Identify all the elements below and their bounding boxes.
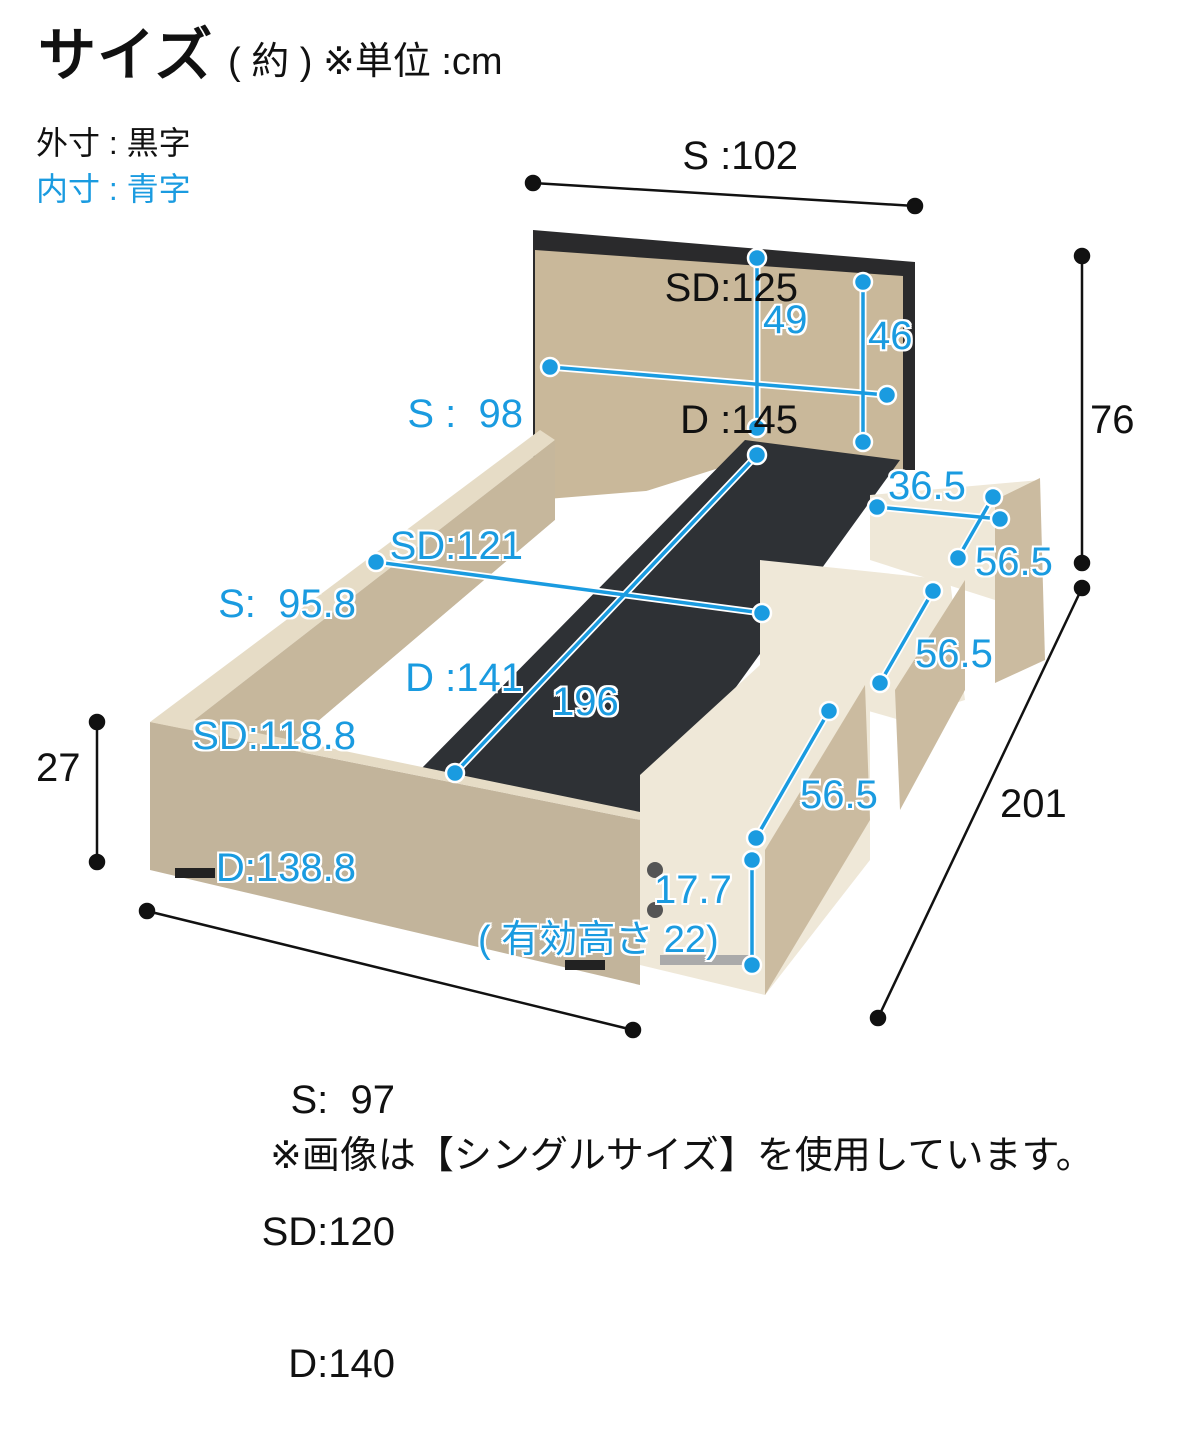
drawer-height-label: 17.7 [654, 868, 732, 912]
drawer-width-line [875, 505, 1002, 521]
bed-illustration [88, 174, 1091, 1039]
drawer-depth-label-3: 56.5 [800, 773, 878, 817]
drawer-depth-line-3 [754, 709, 831, 840]
frame-width-label: S: 97 SD:120 D:140 [261, 1078, 395, 1386]
drawer-knob [647, 862, 663, 878]
headboard-panel [535, 250, 903, 500]
foot [175, 868, 215, 878]
foot-panel [150, 722, 640, 985]
headboard-width-line [548, 365, 889, 397]
overall-height-label: 76 [1090, 398, 1135, 442]
drawer-knob [647, 902, 663, 918]
inner-length-label: 196 [552, 680, 619, 724]
left-rail-top [150, 430, 555, 735]
legend-outer-dimensions: 外寸 : 黒字 [36, 125, 191, 161]
foot [565, 960, 605, 970]
drawer-rail [660, 955, 750, 965]
left-rail-face [175, 440, 555, 745]
headboard-height-right-label: 46 [868, 314, 913, 358]
legend-inner-dimensions: 内寸 : 青字 [36, 171, 191, 207]
headboard-width-label: S : 98 SD:121 D :141 [389, 392, 523, 700]
drawer-depth-line-2 [878, 589, 935, 685]
overall-width-line [532, 181, 916, 208]
drawer-depth-label-1: 56.5 [975, 540, 1053, 584]
deck-panel [420, 440, 900, 820]
drawer-depth-label-2: 56.5 [915, 632, 993, 676]
headboard-height-center-label: 49 [763, 298, 808, 342]
inner-length-line [453, 453, 759, 775]
bed-floor-gap [290, 455, 760, 765]
drawer-effective-height-label: ( 有効高さ 22) [478, 919, 719, 961]
frame-width-line [146, 909, 634, 1032]
overall-length-label: 201 [1000, 782, 1067, 826]
frame-height-label: 27 [36, 746, 81, 790]
page-title: サイズ [38, 23, 214, 88]
drawer-depth-line-1 [956, 495, 995, 560]
frame-inner-width-line [374, 560, 764, 615]
footnote: ※画像は【シングルサイズ】を使用しています。 [270, 1135, 1094, 1177]
overall-width-label: S :102 SD:125 D :145 [664, 134, 798, 442]
frame-inner-width-label: S: 95.8 SD:118.8 D:138.8 [192, 582, 356, 890]
drawer-width-label: 36.5 [888, 464, 966, 508]
unit-note: ( 約 ) ※単位 :cm [228, 41, 503, 83]
overall-length-line [876, 587, 1084, 1019]
